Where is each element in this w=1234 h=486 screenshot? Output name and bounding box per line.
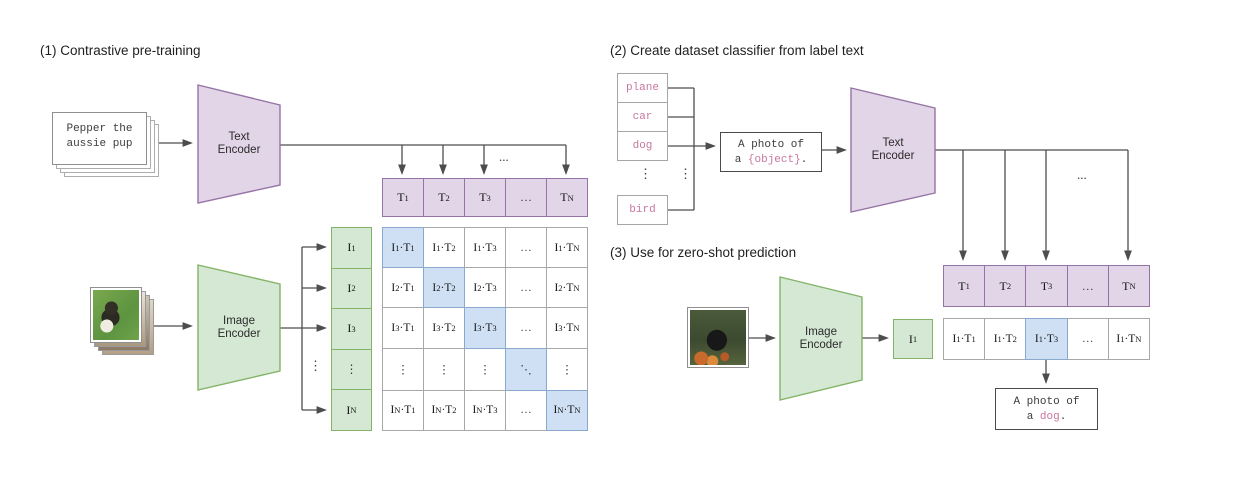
prompt-line2: a {object}. bbox=[734, 154, 808, 166]
matrix-cell: ⋮ bbox=[465, 348, 505, 390]
matrix-cell: ⋮ bbox=[383, 348, 423, 390]
prompt-template-box: A photo of a {object}. bbox=[720, 132, 822, 172]
spine-dots-p1: ⋮ bbox=[309, 358, 322, 373]
panel2-title: (2) Create dataset classifier from label… bbox=[610, 43, 864, 58]
image-encoder-label-p3: Image Encoder bbox=[780, 277, 862, 400]
caption-card: Pepper the aussie pup bbox=[52, 112, 147, 165]
label-box-dog: dog bbox=[617, 131, 668, 161]
prompt-object-slot: {object} bbox=[747, 154, 801, 166]
text-encoder-label-p2: Text Encoder bbox=[851, 88, 935, 212]
label-dots-right: ⋮ bbox=[679, 166, 692, 181]
text-embedding-cell: … bbox=[506, 179, 546, 216]
prediction-object: dog bbox=[1039, 411, 1060, 423]
prompt-line1: A photo of bbox=[737, 139, 804, 151]
caption-line2: aussie pup bbox=[66, 138, 133, 150]
score-cell: … bbox=[1067, 319, 1108, 359]
prediction-line2: a dog. bbox=[1026, 411, 1067, 423]
image-encoder3-line1: Image bbox=[805, 325, 837, 338]
panel1-title: (1) Contrastive pre-training bbox=[40, 43, 201, 58]
text-embedding-cell-p2: … bbox=[1067, 266, 1108, 306]
panel-contrastive-pretraining: (1) Contrastive pre-training Pepper the … bbox=[0, 0, 614, 486]
matrix-cell: ⋮ bbox=[547, 348, 587, 390]
panel3-title: (3) Use for zero-shot prediction bbox=[610, 245, 797, 260]
matrix-cell: ⋱ bbox=[506, 348, 546, 390]
matrix-cell: … bbox=[506, 268, 546, 308]
text-encoder2-line1: Text bbox=[882, 137, 904, 149]
dog-photo-stack bbox=[90, 287, 154, 355]
label-box-car: car bbox=[617, 102, 668, 132]
caption-card-stack: Pepper the aussie pup bbox=[52, 112, 162, 180]
image-encoder3-line2: Encoder bbox=[799, 338, 843, 351]
prediction-box: A photo of a dog. bbox=[995, 388, 1098, 430]
dog-photo bbox=[90, 287, 142, 343]
line-ellipsis-p1: ... bbox=[499, 149, 509, 164]
matrix-cell: … bbox=[506, 390, 546, 430]
text-encoder-label-p1: Text Encoder bbox=[198, 85, 280, 203]
matrix-cell: … bbox=[506, 308, 546, 348]
image-encoder-label-p1: Image Encoder bbox=[198, 265, 280, 390]
text-encoder-line1: Text bbox=[228, 131, 250, 143]
matrix-cell: … bbox=[506, 228, 546, 268]
image-encoder-line2: Encoder bbox=[217, 327, 261, 340]
label-box-plane: plane bbox=[617, 73, 668, 103]
matrix-cell: ⋮ bbox=[424, 348, 464, 390]
text-encoder2-line2: Encoder bbox=[871, 150, 915, 162]
label-box-bird: bird bbox=[617, 195, 668, 225]
query-dog-photo bbox=[687, 307, 749, 368]
label-dots-left: ⋮ bbox=[639, 166, 652, 181]
line-ellipsis-p2: ... bbox=[1077, 167, 1087, 182]
prediction-line1: A photo of bbox=[1013, 396, 1080, 408]
text-encoder-line2: Encoder bbox=[217, 144, 261, 156]
image-embedding-cell: ⋮ bbox=[332, 349, 371, 390]
image-encoder-line1: Image bbox=[223, 314, 255, 327]
caption-line1: Pepper the bbox=[66, 123, 133, 135]
